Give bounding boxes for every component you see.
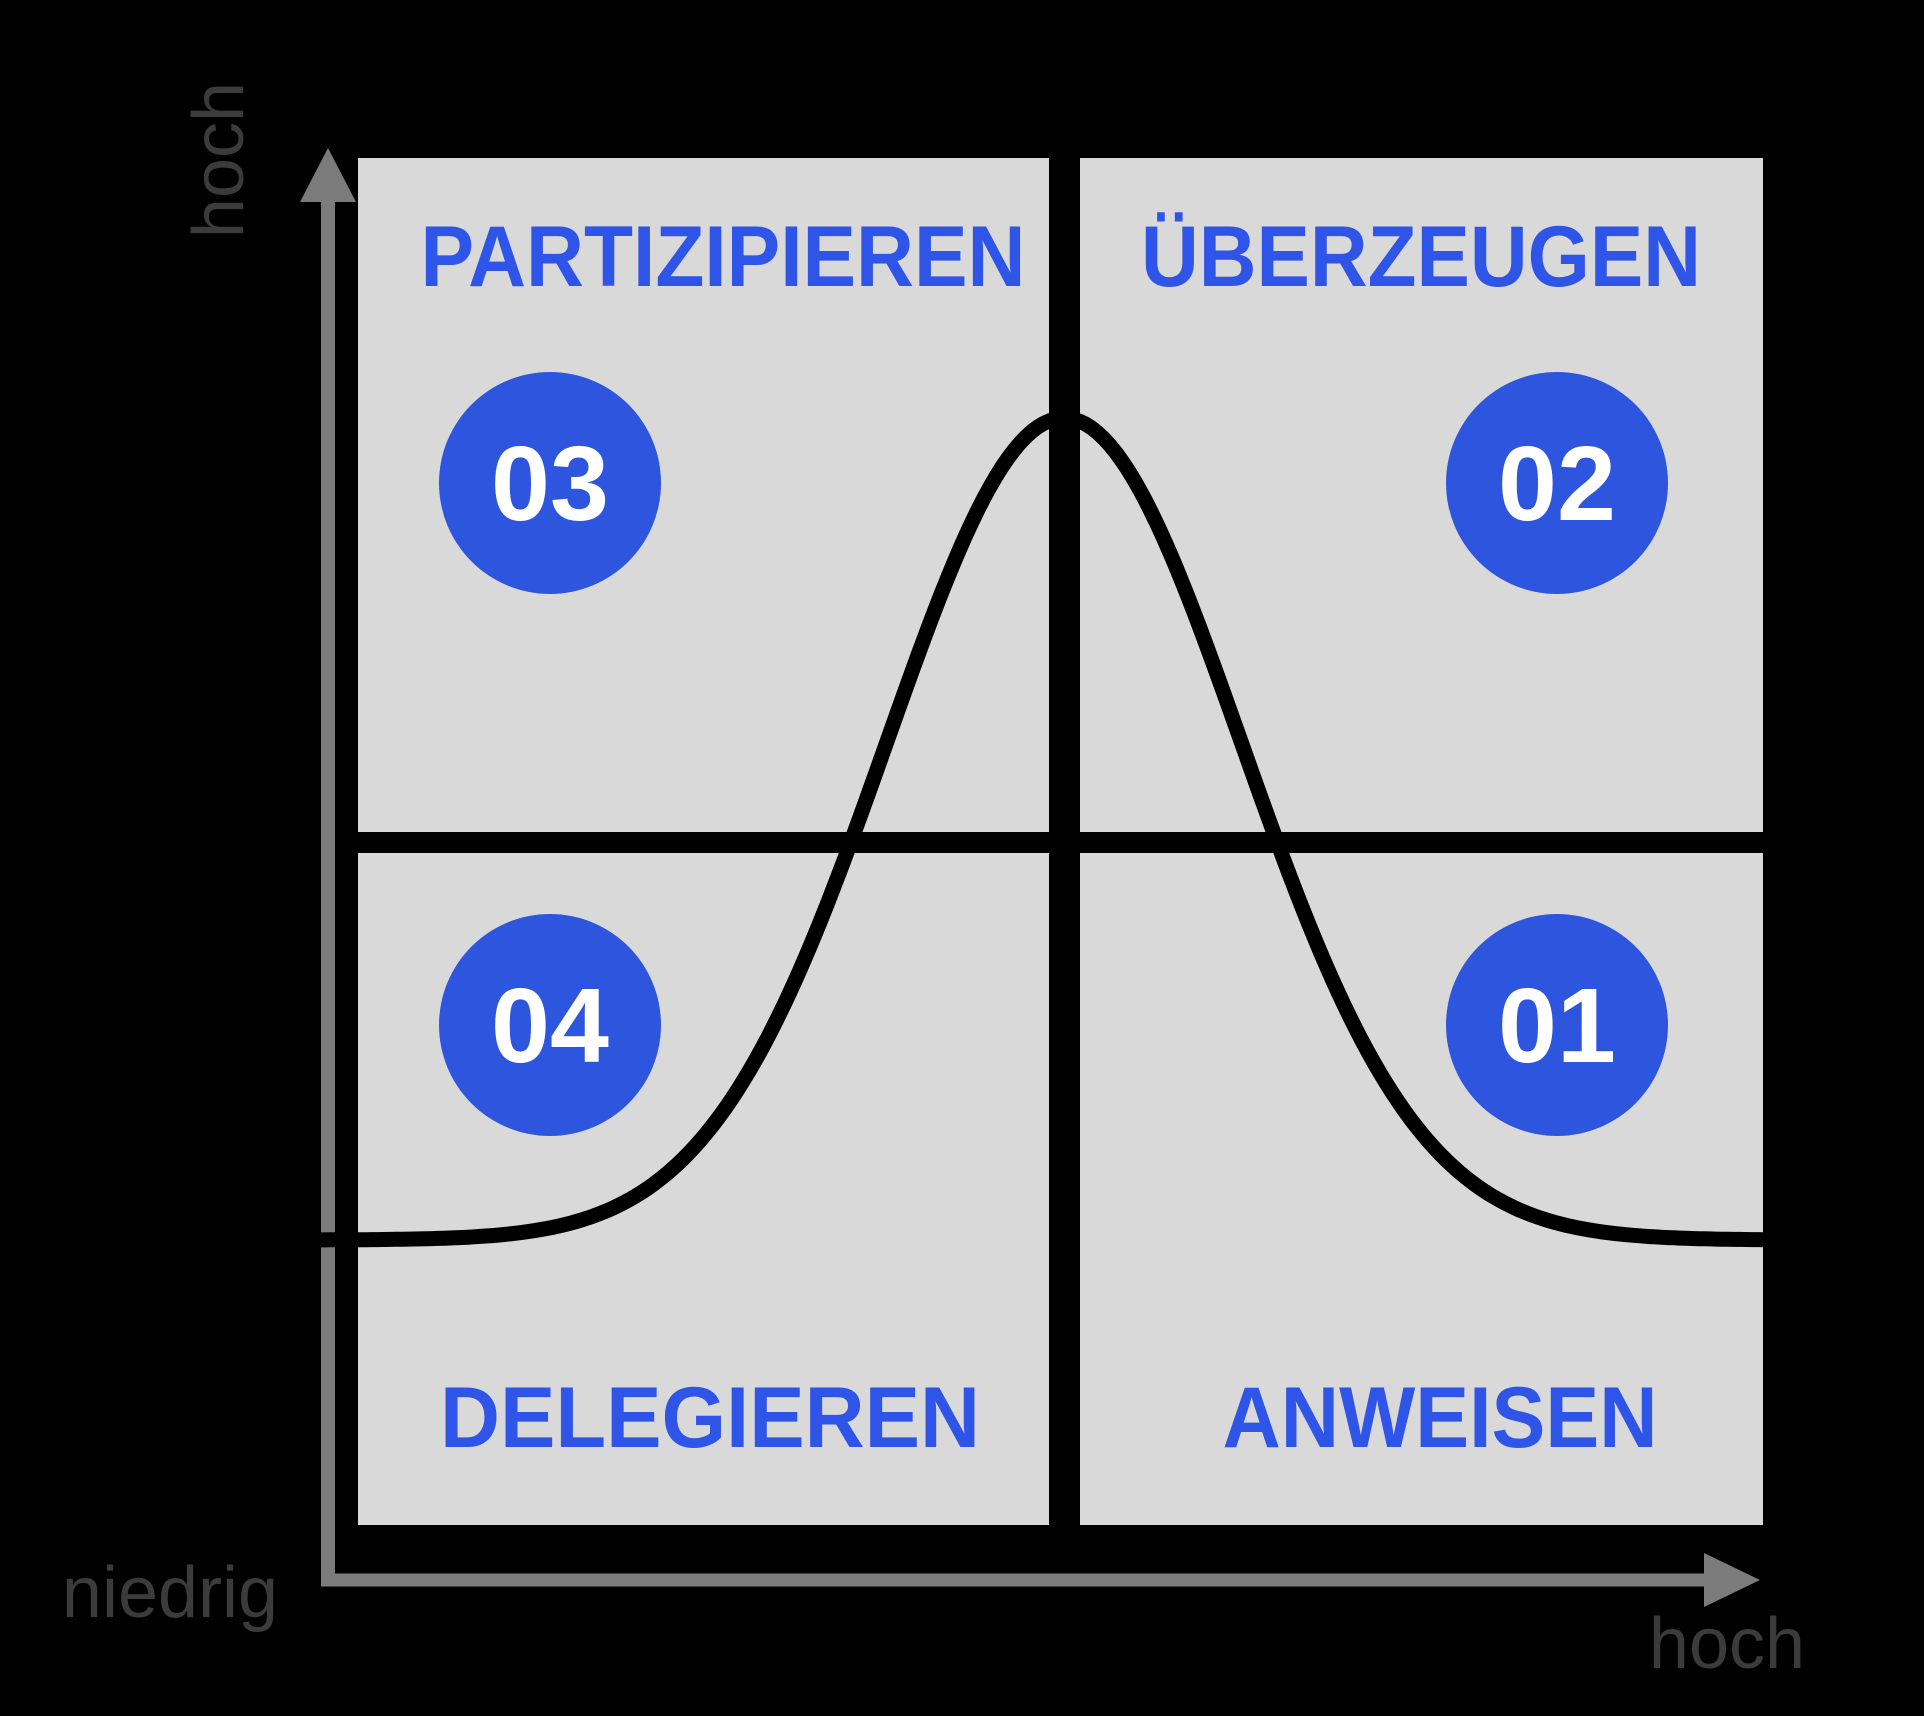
number-badge-02 — [1446, 372, 1668, 594]
y-axis-label-hoch: hoch — [179, 82, 259, 238]
number-badge-04-text: 04 — [491, 967, 609, 1085]
y-axis-arrow-icon — [300, 148, 356, 202]
number-badge-01-text: 01 — [1498, 967, 1616, 1085]
bell-curve — [298, 410, 1766, 1248]
quadrant-label-delegieren: DELEGIEREN — [440, 1370, 980, 1466]
number-badge-03 — [439, 372, 661, 594]
number-badge-04 — [439, 914, 661, 1136]
number-badge-01 — [1446, 914, 1668, 1136]
quadrant-label-anweisen: ANWEISEN — [1223, 1370, 1658, 1466]
quadrant-label-ueberzeugen: ÜBERZEUGEN — [1141, 209, 1701, 305]
x-axis-arrow-icon — [1704, 1553, 1760, 1607]
number-badge-03-text: 03 — [491, 425, 609, 543]
number-badge-02-text: 02 — [1498, 425, 1616, 543]
x-axis-label-niedrig: niedrig — [62, 1553, 278, 1633]
x-axis-label-hoch: hoch — [1649, 1604, 1805, 1684]
quadrant-label-partizipieren: PARTIZIPIEREN — [421, 209, 1026, 305]
